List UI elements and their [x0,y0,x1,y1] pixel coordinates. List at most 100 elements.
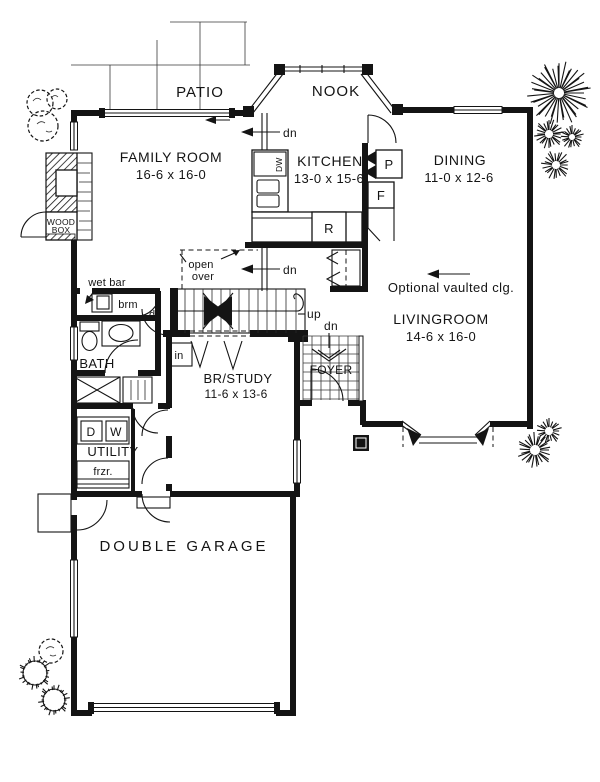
landscaping [18,61,591,716]
bath-sink [108,323,134,343]
step-down-arrow-icon [241,264,253,274]
dryer [80,420,103,442]
room-label-family: FAMILY ROOM [120,149,223,165]
pantry [375,149,403,179]
closet-door-chevrons [325,251,341,287]
bath-door [104,339,139,374]
wet-bar-counter [91,293,113,313]
label-dn-2: dn [283,263,297,277]
kitchen: DW R P F KITCHEN 13-0 x 15-6 NOOK [245,83,403,248]
washer [105,420,128,442]
vaulted-ceiling-arrow-icon [427,269,439,279]
firebox [55,169,78,197]
room-label-garage: DOUBLE GARAGE [99,538,268,555]
porch-post [353,435,369,451]
kitchen-dining-door [367,114,397,144]
bay-window-front [419,436,477,444]
bush-ticks [38,684,70,716]
wet-bar-arrow-icon [85,295,94,304]
label-linen: in [175,350,184,362]
label-dn-1: dn [283,126,297,140]
furnace-closet [122,376,153,404]
sink-bowl-2 [256,194,280,208]
shrub-icon [560,125,584,148]
dishwasher-label: DW [274,157,284,172]
room-label-bath: BATH [79,356,114,371]
bifold-door-icon [364,165,376,179]
br-study: BR/STUDY 11-6 x 13-6 [141,333,273,491]
dim-label-kitchen: 13-0 x 15-6 [294,171,364,186]
shrub-icon [536,418,562,443]
bush-icon [27,110,59,142]
range [311,211,347,243]
dim-label-family: 16-6 x 16-0 [136,167,206,182]
label-over: over [192,271,214,283]
utility-door [132,407,159,434]
front-door [310,368,344,402]
room-label-patio: PATIO [176,84,224,101]
toilet-bowl [81,330,98,352]
room-label-nook: NOOK [312,83,360,100]
open-over-outline [180,249,258,290]
tree-icon [527,61,591,124]
dining-living: DINING 11-0 x 12-6 Optional vaulted clg.… [388,152,514,344]
pantry-label: P [384,157,393,172]
label-broom-closet: brm [118,299,138,311]
freezer [76,460,130,489]
fireplace: WOOD BOX [20,152,93,241]
stone-facing [77,162,92,231]
dim-label-dining: 11-0 x 12-6 [424,170,493,185]
bush-icon [26,89,54,117]
foyer-down-arrow [311,333,347,362]
wet-bar-sink [96,295,110,310]
label-up: up [307,307,321,321]
foyer: dn FOYER [302,319,369,451]
br-study-double-doors [190,340,243,371]
label-wet-bar: wet bar [87,277,126,289]
kitchen-counter-left [251,149,289,213]
nook-window-left [248,70,284,114]
family-room: FAMILY ROOM 16-6 x 16-0 dn dn [120,113,297,291]
hall-door [141,308,169,336]
freezer-label: frzr. [93,466,112,478]
garage-step [136,496,171,509]
label-dn-3: dn [149,309,162,321]
nook-window-right [360,70,396,114]
laundry-counter [76,416,130,445]
linen-mech: in [73,342,193,404]
sink-bowl-1 [256,179,280,194]
dishwasher [253,151,287,177]
label-optional-vaulted: Optional vaulted clg. [388,280,514,295]
label-open: open [188,259,213,271]
shrub-icon [518,431,551,468]
range-label: R [324,221,334,236]
wood-box-door [20,211,47,238]
room-label-utility: UTILITY [87,444,138,459]
toilet-tank [79,321,100,332]
bush-ticks [18,655,50,690]
room-label-br-study: BR/STUDY [204,371,273,386]
fridge-label: F [377,188,385,203]
wood-box-label-1: WOOD [47,217,75,227]
shrub-icon [534,119,564,149]
step-down-arrow-icon [241,127,253,137]
bath-vanity [101,320,141,347]
label-dn-4: dn [324,319,338,333]
foyer-tile-grid [302,335,359,400]
hall-door-upper [141,409,169,437]
room-label-foyer: FOYER [310,363,353,377]
dryer-label: D [87,425,96,439]
stair-rail-curl [293,293,304,312]
patio-door-arrow-icon [205,116,216,124]
dim-label-br-study: 11-6 x 13-6 [204,387,267,401]
staircase: up open over [163,249,321,371]
hall-door-lower [141,457,169,485]
garage-side-door [76,499,108,531]
wet-bar-bath: wet bar brm BATH dn [71,277,169,376]
broom-closet-door [136,293,160,317]
dim-label-living: 14-6 x 16-0 [406,329,476,344]
shrub-icon [541,151,569,179]
hall-closet [325,248,368,292]
